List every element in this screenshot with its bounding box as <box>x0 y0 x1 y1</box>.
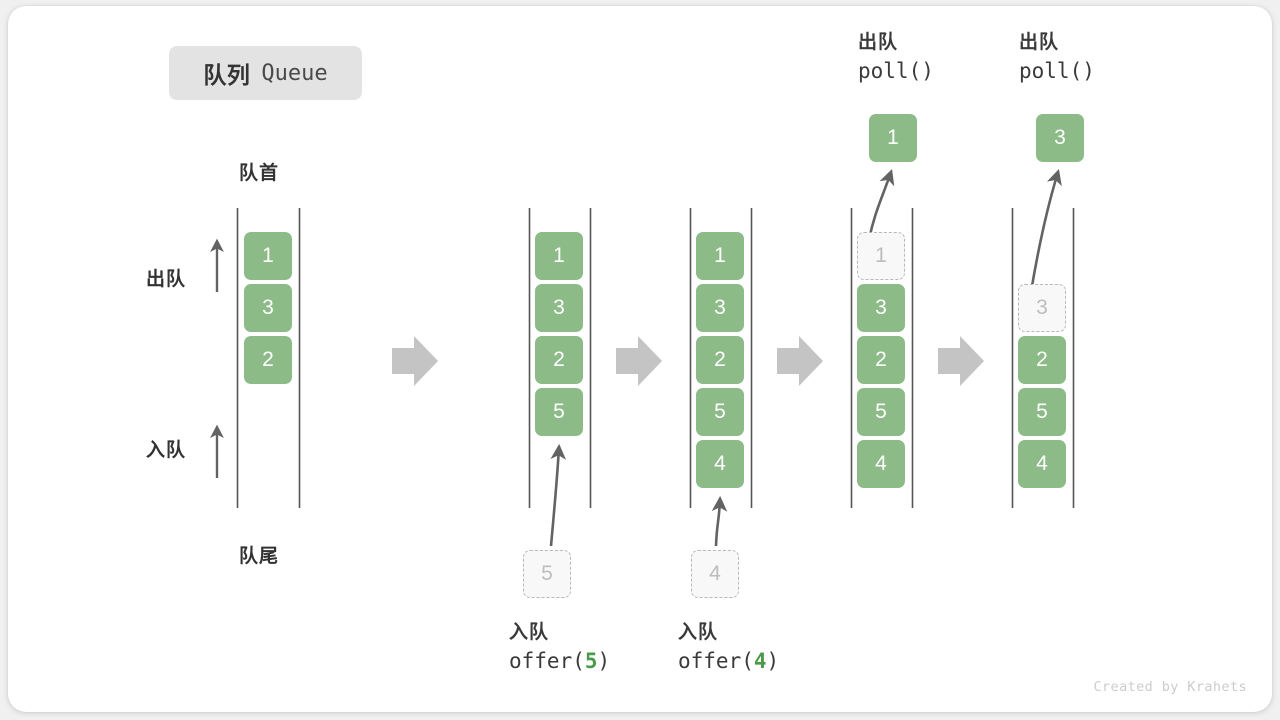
queue-cell: 3 <box>535 284 583 332</box>
queue-cell: 3 <box>696 284 744 332</box>
enqueue-arrow-5 <box>549 443 567 547</box>
operation-label-poll-3: 出队 poll() <box>1019 30 1095 87</box>
operation-arg: 5 <box>584 648 598 673</box>
incoming-element: 4 <box>691 550 739 598</box>
step-arrow-1 <box>392 336 438 386</box>
title-cn: 队列 <box>203 62 251 88</box>
operation-label-cn: 出队 <box>858 32 899 53</box>
queue-cell: 2 <box>535 336 583 384</box>
queue-cell: 2 <box>857 336 905 384</box>
queue-rails <box>236 208 1075 508</box>
outgoing-element: 3 <box>1036 114 1084 162</box>
operation-label-offer-4: 入队 offer(4) <box>678 620 779 677</box>
queue-cell: 5 <box>535 388 583 436</box>
queue-cell: 5 <box>1018 388 1066 436</box>
title-en: Queue <box>261 60 328 86</box>
step-arrow-4 <box>938 336 984 386</box>
queue-cell-removed: 1 <box>857 232 905 280</box>
queue-cell-removed: 3 <box>1018 284 1066 332</box>
operation-label-poll-1: 出队 poll() <box>858 30 934 87</box>
queue-cell: 4 <box>857 440 905 488</box>
operation-label-code: poll() <box>1019 58 1095 83</box>
queue-cell: 5 <box>857 388 905 436</box>
dequeue-arrow-1 <box>867 169 895 241</box>
dequeue-direction-label: 出队 <box>146 269 187 290</box>
queue-cell: 1 <box>696 232 744 280</box>
step-arrow-2 <box>616 336 662 386</box>
operation-label-code: offer(4) <box>678 648 780 673</box>
operation-label-cn: 出队 <box>1019 32 1060 53</box>
operation-label-code: poll() <box>858 58 934 83</box>
operation-label-code: offer(5) <box>509 648 611 673</box>
outgoing-element: 1 <box>869 114 917 162</box>
step-arrows <box>392 336 984 386</box>
queue-cell: 2 <box>244 336 292 384</box>
queue-tail-label: 队尾 <box>239 546 280 567</box>
step-arrow-3 <box>777 336 823 386</box>
operation-arg: 4 <box>753 648 767 673</box>
incoming-element: 5 <box>523 550 571 598</box>
operation-label-cn: 入队 <box>509 622 550 643</box>
queue-head-label: 队首 <box>239 163 280 184</box>
queue-cell: 1 <box>244 232 292 280</box>
credit-text: Created by Krahets <box>1093 679 1247 695</box>
enqueue-direction-label: 入队 <box>146 440 187 461</box>
operation-label-offer-5: 入队 offer(5) <box>509 620 610 677</box>
queue-cell: 2 <box>1018 336 1066 384</box>
enqueue-arrow-4 <box>711 495 728 547</box>
queue-cell: 4 <box>696 440 744 488</box>
queue-cell: 4 <box>1018 440 1066 488</box>
operation-label-cn: 入队 <box>678 622 719 643</box>
dequeue-arrow-3 <box>1029 169 1062 293</box>
queue-cell: 1 <box>535 232 583 280</box>
queue-cell: 3 <box>244 284 292 332</box>
diagram-title-badge: 队列 Queue <box>169 46 362 100</box>
queue-cell: 5 <box>696 388 744 436</box>
queue-cell: 3 <box>857 284 905 332</box>
queue-cell: 2 <box>696 336 744 384</box>
